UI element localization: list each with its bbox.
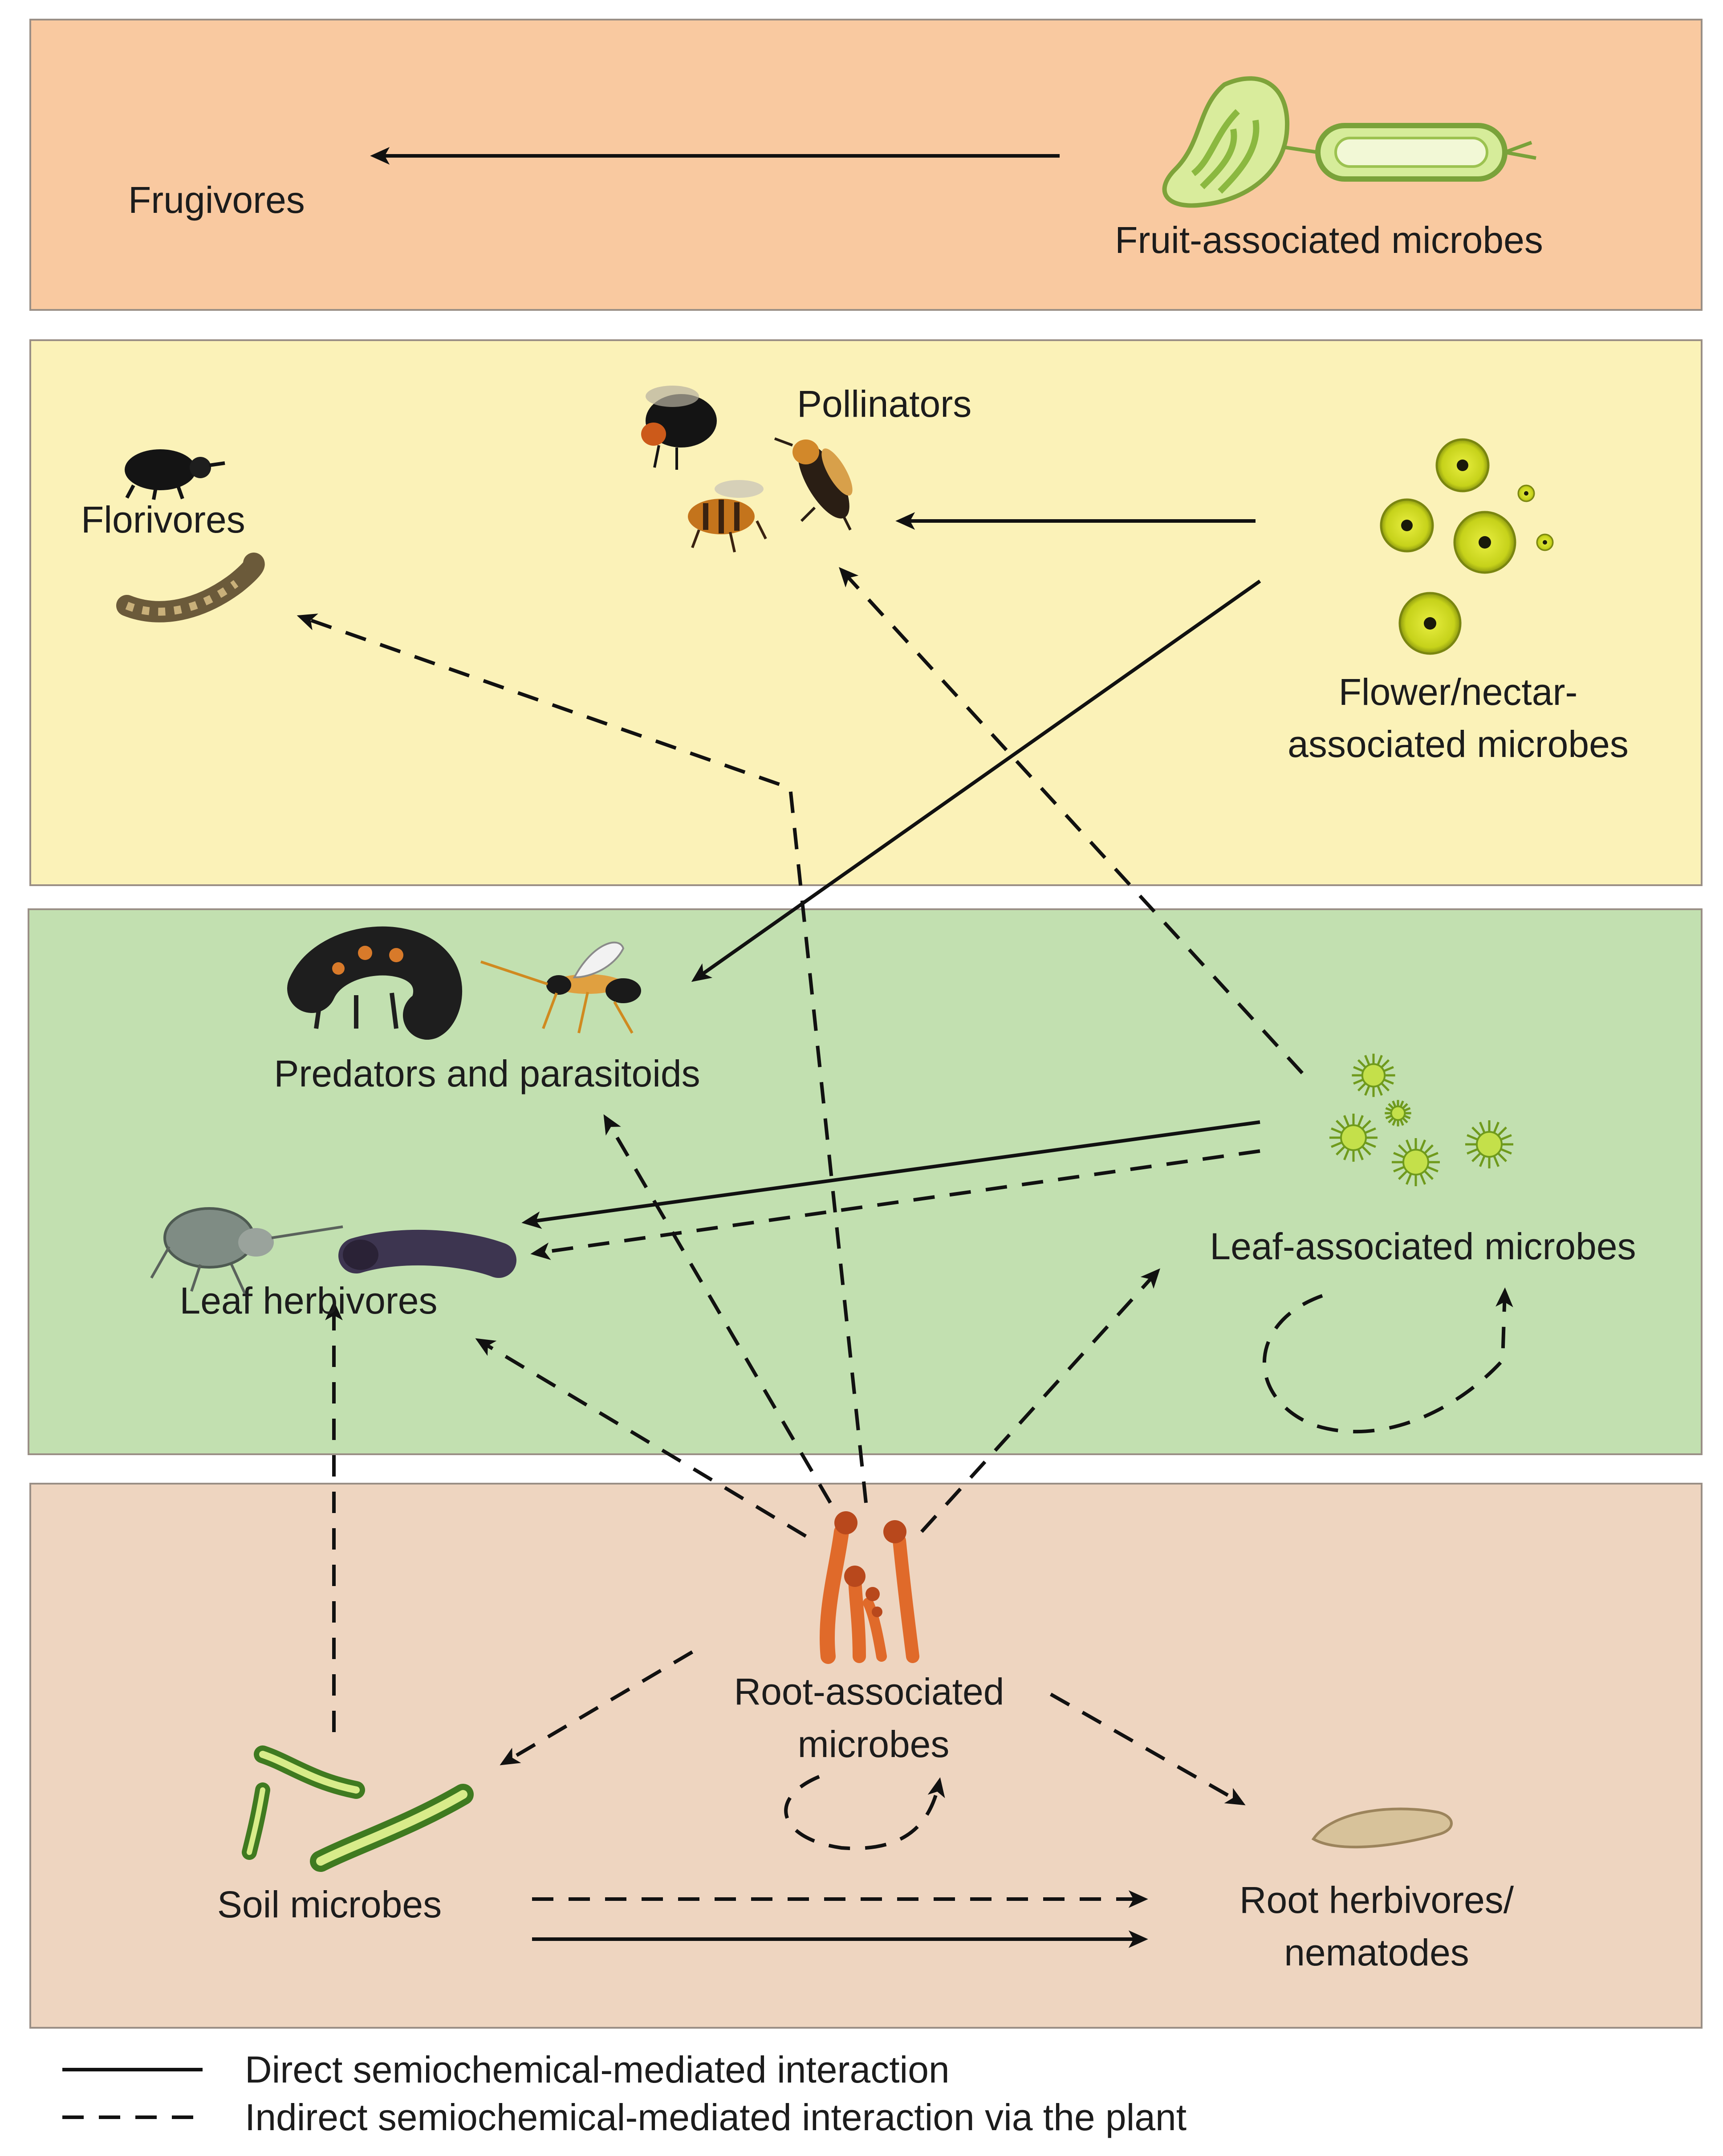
beetle-icon xyxy=(125,449,225,500)
predators-label: Predators and parasitoids xyxy=(274,1053,700,1094)
flower-microbes-label-line1: Flower/nectar- xyxy=(1338,671,1578,713)
pollinators-label: Pollinators xyxy=(797,383,972,425)
root-fungus-icon xyxy=(820,1511,919,1664)
arrow-leaf-microbes-to-pollinators xyxy=(839,567,1304,1074)
bee-icon xyxy=(774,437,853,531)
larva-icon xyxy=(1311,1807,1453,1849)
root-microbes-label-line1: Root-associated xyxy=(734,1671,1004,1713)
ladybird-larva-icon xyxy=(287,926,463,1040)
flower-microbes-label-line2: associated microbes xyxy=(1288,723,1629,765)
arrow-root-microbes-to-leaf-microbes xyxy=(920,1268,1160,1533)
caterpillar-icon xyxy=(116,553,264,622)
bumblebee-icon xyxy=(641,386,717,470)
loop-leaf-microbes xyxy=(1262,1287,1513,1434)
fruit-microbe-icon xyxy=(1162,76,1536,208)
frugivores-label: Frugivores xyxy=(128,179,305,221)
leaf-microbes-label: Leaf-associated microbes xyxy=(1210,1225,1636,1267)
arrow-flower-microbes-to-predators xyxy=(691,579,1261,982)
arrow-root-microbes-to-leaf-herbivores xyxy=(475,1338,807,1538)
soil-bacterium-icon xyxy=(242,1745,474,1872)
leaf-herbivores-label: Leaf herbivores xyxy=(179,1280,438,1322)
spiky-microbe-icon xyxy=(1329,1054,1513,1186)
root-microbes-label-line2: microbes xyxy=(797,1723,950,1765)
direct-arrows xyxy=(370,147,1261,1948)
sawfly-larva-icon xyxy=(338,1229,516,1278)
yeast-cell-icon xyxy=(1380,438,1554,655)
soil-microbes-label: Soil microbes xyxy=(217,1883,442,1925)
legend-indirect: Indirect semiochemical-mediated interact… xyxy=(245,2096,1187,2138)
arrow-root-microbes-to-soil-microbes xyxy=(500,1650,694,1765)
florivores-label: Florivores xyxy=(81,499,245,541)
arrow-root-microbes-to-root-herbivores xyxy=(1050,1692,1246,1806)
arrow-leaf-microbes-to-leaf-herbivores-indirect xyxy=(530,1149,1260,1260)
arrow-root-microbes-to-florivores xyxy=(297,613,868,1503)
root-herbivores-label-line1: Root herbivores/ xyxy=(1239,1879,1514,1921)
legend-direct: Direct semiochemical-mediated interactio… xyxy=(245,2049,950,2091)
aphid-icon xyxy=(150,1207,343,1294)
arrow-leaf-microbes-to-leaf-herbivores xyxy=(521,1120,1260,1229)
root-herbivores-label-line2: nematodes xyxy=(1284,1932,1469,1973)
arrow-root-microbes-to-predators xyxy=(603,1114,832,1504)
indirect-arrows xyxy=(297,567,1513,1908)
loop-root-microbes xyxy=(784,1775,945,1851)
fruit-microbes-label: Fruit-associated microbes xyxy=(1115,219,1543,261)
parasitoid-wasp-icon xyxy=(480,941,641,1034)
bee-icon xyxy=(688,480,767,553)
